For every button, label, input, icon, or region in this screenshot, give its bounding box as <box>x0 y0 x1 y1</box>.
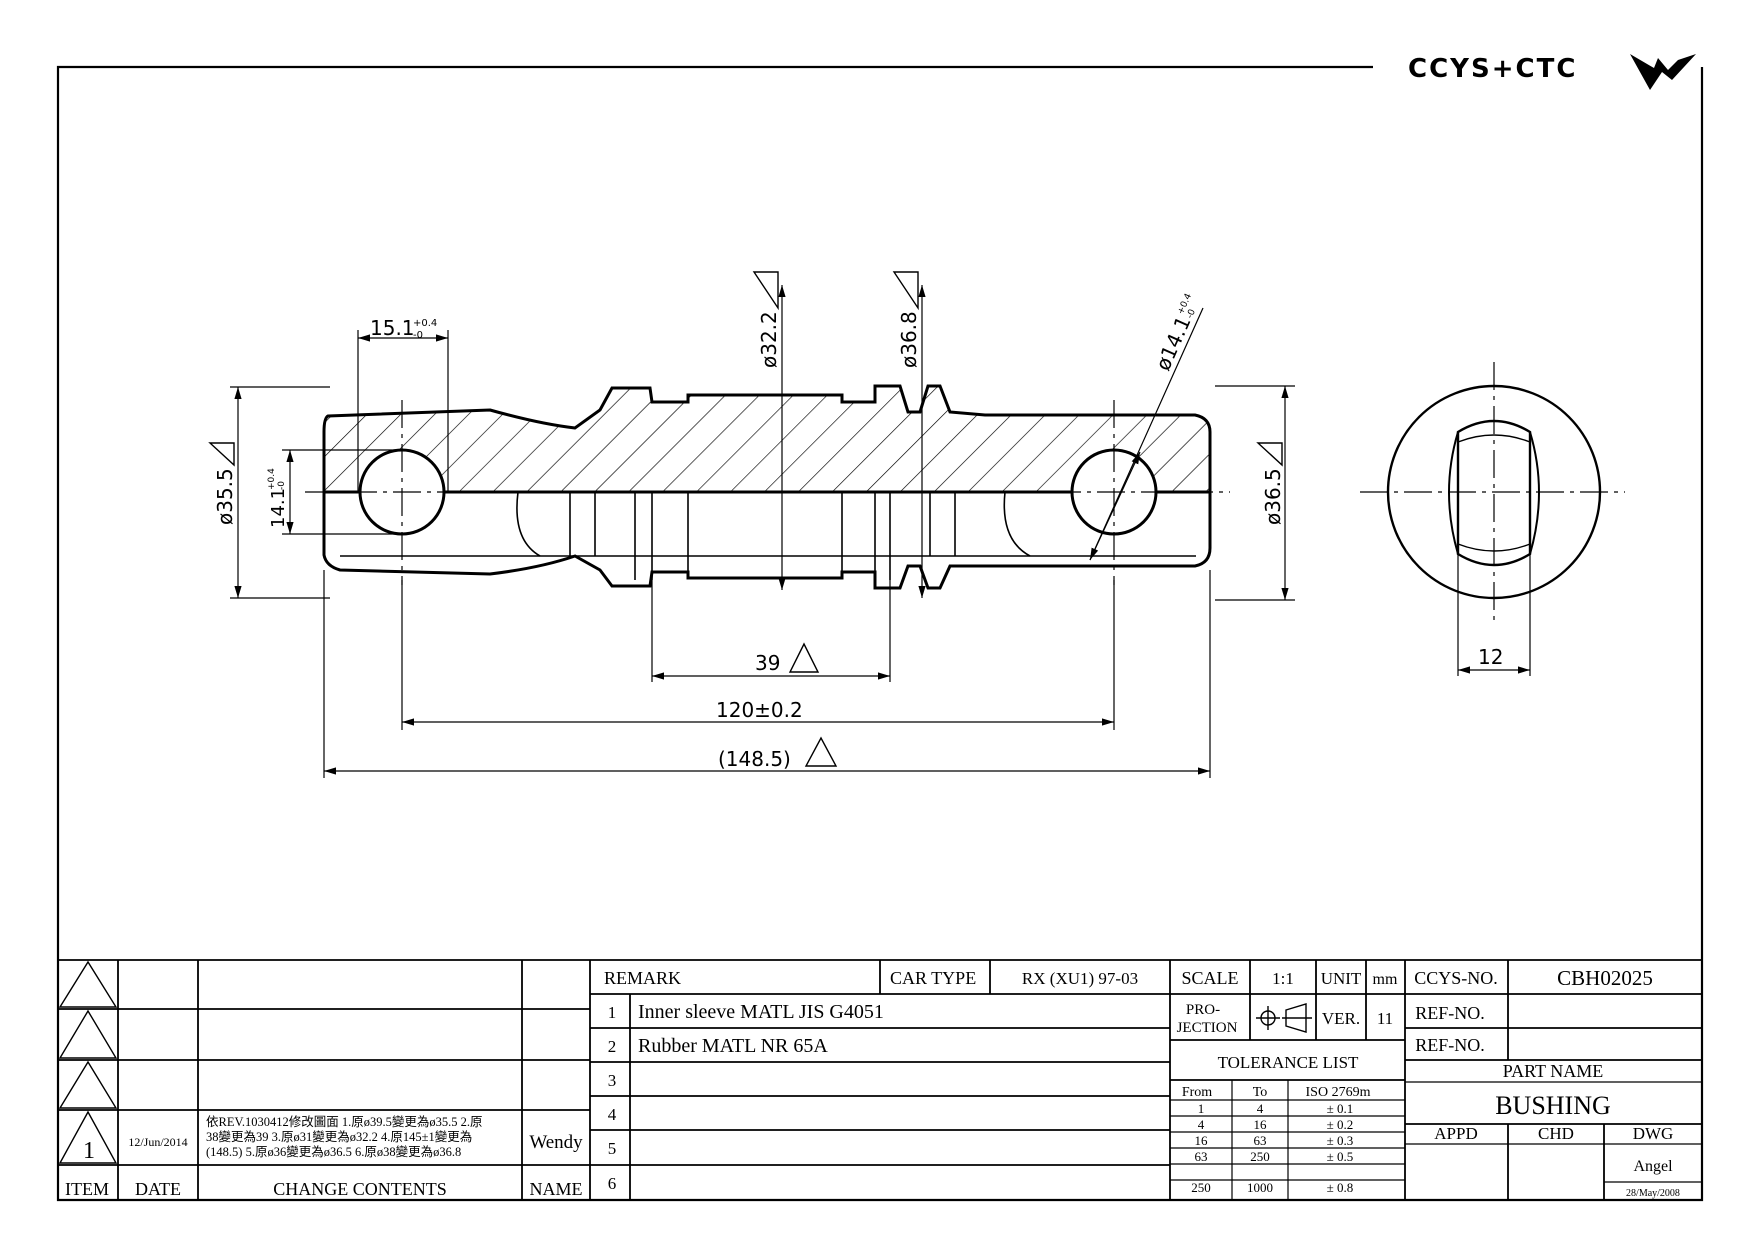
tol-value: ± 0.1 <box>1327 1101 1354 1116</box>
ref-no-label: REF-NO. <box>1415 1003 1485 1023</box>
dim-left-slot-tol-lower: -0 <box>413 330 423 341</box>
tol-from: 63 <box>1195 1149 1208 1164</box>
upper-section-hatched <box>322 384 1212 494</box>
tol-from: 250 <box>1191 1180 1211 1195</box>
ver-label: VER. <box>1322 1009 1360 1028</box>
remark-no: 2 <box>608 1037 617 1056</box>
tol-value: ± 0.5 <box>1327 1149 1354 1164</box>
info-block: SCALE 1:1 UNIT mm PRO- JECTION VER. 11 T… <box>1177 968 1398 1195</box>
rev-date: 12/Jun/2014 <box>128 1135 187 1149</box>
projection-line-1: PRO- <box>1186 1002 1220 1018</box>
company-logo: CCYS+CTC <box>1408 50 1698 94</box>
appd-label: APPD <box>1434 1124 1477 1143</box>
contents-header: CHANGE CONTENTS <box>273 1179 447 1199</box>
date-header: DATE <box>135 1179 181 1199</box>
unit-label: UNIT <box>1321 969 1362 988</box>
dim-left-slot: 15.1 <box>370 316 415 340</box>
rev-line-1: 依REV.1030412修改圖面 1.原ø39.5變更為ø35.5 2.原 <box>206 1114 483 1129</box>
dim-hole-right-tol-lower: -0 <box>1185 308 1198 321</box>
revision-block: ITEM DATE CHANGE CONTENTS NAME 1 12/Jun/… <box>65 1114 583 1199</box>
lower-section-outline <box>322 492 1212 590</box>
ref-no-label: REF-NO. <box>1415 1035 1485 1055</box>
tol-from: 16 <box>1195 1133 1209 1148</box>
dim-outer-right: ø36.5 <box>1261 468 1285 525</box>
remark-no: 6 <box>608 1174 617 1193</box>
tol-to: 1000 <box>1247 1180 1273 1195</box>
title-block: CCYS-NO. CBH02025 REF-NO. REF-NO. PART N… <box>1414 966 1680 1199</box>
scale-label: SCALE <box>1181 968 1238 988</box>
item-header: ITEM <box>65 1179 109 1199</box>
scale-value: 1:1 <box>1272 969 1294 988</box>
dwg-name: Angel <box>1633 1158 1673 1175</box>
tol-to: 16 <box>1254 1117 1268 1132</box>
rev-item: 1 <box>83 1138 95 1164</box>
remark-header: REMARK <box>604 968 681 988</box>
tol-value: ± 0.3 <box>1327 1133 1354 1148</box>
car-type-value: RX (XU1) 97-03 <box>1022 969 1138 988</box>
wing-logo-icon <box>1630 54 1696 90</box>
dim-center: ø32.2 <box>757 311 781 368</box>
name-header: NAME <box>530 1179 583 1199</box>
tol-from-header: From <box>1182 1085 1212 1100</box>
dim-hole-left-tol-lower: -0 <box>277 481 287 490</box>
remarks-block: REMARK CAR TYPE RX (XU1) 97-03 1 Inner s… <box>604 968 1138 1193</box>
part-name-value: BUSHING <box>1495 1091 1611 1120</box>
remark-text: Rubber MATL NR 65A <box>638 1035 828 1057</box>
dwg-label: DWG <box>1633 1124 1674 1143</box>
drawing-frame <box>56 65 1704 1202</box>
remark-no: 4 <box>608 1105 617 1124</box>
remark-no: 1 <box>608 1003 617 1022</box>
remark-text: Inner sleeve MATL JIS G4051 <box>638 1001 884 1023</box>
dwg-date: 28/May/2008 <box>1626 1188 1680 1199</box>
tol-value: ± 0.2 <box>1327 1117 1354 1132</box>
bushing-end-view <box>1360 362 1625 625</box>
rev-name: Wendy <box>529 1132 583 1153</box>
tolerance-title: TOLERANCE LIST <box>1218 1053 1359 1072</box>
unit-value: mm <box>1373 971 1398 988</box>
tol-from: 4 <box>1198 1117 1205 1132</box>
dim-flange: ø36.8 <box>897 311 921 368</box>
title-block-lines <box>58 959 1702 1200</box>
car-type-label: CAR TYPE <box>890 968 976 988</box>
bushing-section-view <box>305 384 1230 590</box>
tol-to: 250 <box>1250 1149 1270 1164</box>
logo-text: CCYS+CTC <box>1408 54 1578 84</box>
tol-iso-header: ISO 2769m <box>1306 1085 1371 1100</box>
ccys-no-label: CCYS-NO. <box>1414 968 1498 988</box>
part-name-label: PART NAME <box>1503 1061 1603 1081</box>
dim-len-120: 120±0.2 <box>716 698 803 722</box>
rev-line-2: 38變更為39 3.原ø31變更為ø32.2 4.原145±1變更為 <box>206 1129 472 1144</box>
dim-hole-left: 14.1 <box>268 488 289 528</box>
tol-to: 4 <box>1257 1101 1264 1116</box>
rev-line-3: (148.5) 5.原ø36變更為ø36.5 6.原ø38變更為ø36.8 <box>206 1144 461 1159</box>
dim-len-148: (148.5) <box>718 747 791 771</box>
dim-width-12: 12 <box>1478 645 1503 669</box>
tol-to: 63 <box>1254 1133 1267 1148</box>
remark-no: 3 <box>608 1071 617 1090</box>
dim-len-39: 39 <box>755 651 780 675</box>
projection-symbol-icon <box>1256 1003 1312 1033</box>
remark-no: 5 <box>608 1139 617 1158</box>
dim-left-slot-tol-upper: +0.4 <box>413 318 437 329</box>
projection-line-2: JECTION <box>1177 1020 1238 1036</box>
tol-from: 1 <box>1198 1101 1205 1116</box>
ccys-no-value: CBH02025 <box>1557 966 1653 990</box>
tol-value: ± 0.8 <box>1327 1180 1354 1195</box>
ver-value: 11 <box>1377 1009 1393 1028</box>
dim-hole-right: ø14.1 <box>1151 312 1196 374</box>
chd-label: CHD <box>1538 1124 1574 1143</box>
dim-hole-left-tol-upper: +0.4 <box>267 468 277 490</box>
tol-to-header: To <box>1253 1085 1268 1100</box>
dim-outer-left: ø35.5 <box>213 468 237 525</box>
dimension-lines <box>230 285 1531 778</box>
